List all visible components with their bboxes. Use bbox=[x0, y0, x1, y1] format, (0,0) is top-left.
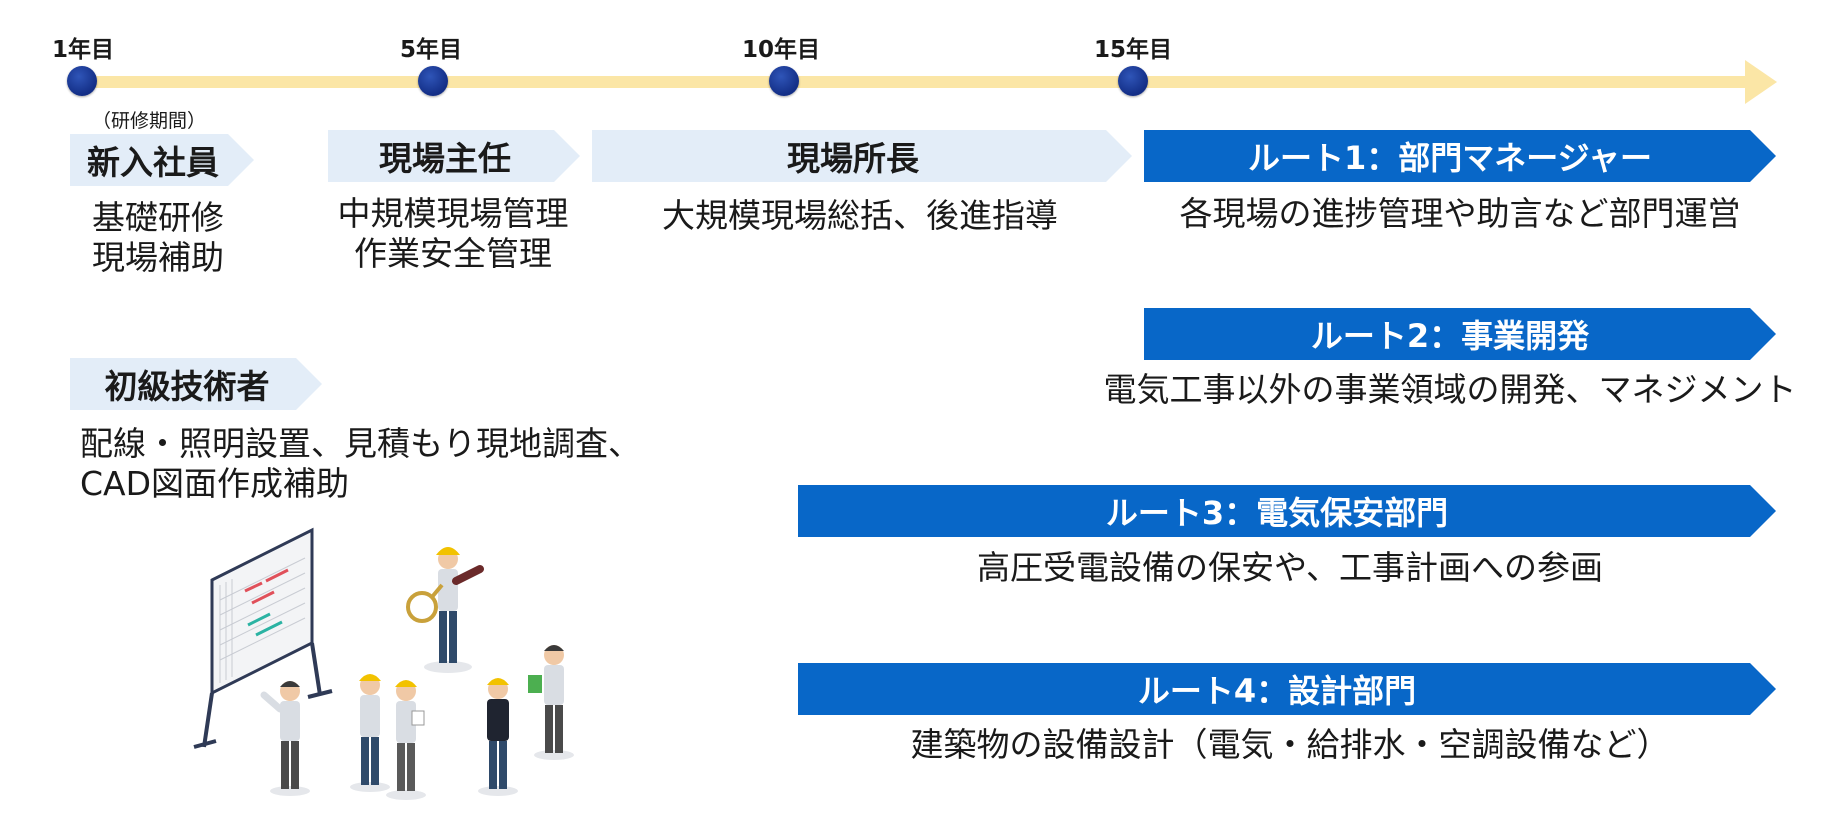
stage-title-site-manager: 現場所長 bbox=[787, 139, 919, 178]
stage-desc-site-chief: 中規模現場管理 作業安全管理 bbox=[322, 194, 584, 274]
stage-banner-junior-engineer: 初級技術者 bbox=[70, 358, 322, 410]
route-title-4: ルート4：設計部門 bbox=[1137, 672, 1417, 710]
route-title-1: ルート1：部門マネージャー bbox=[1247, 139, 1653, 177]
stage-desc-line: 中規模現場管理 bbox=[337, 194, 569, 233]
stage-title-junior-engineer: 初級技術者 bbox=[104, 367, 270, 406]
timeline-arrow-head bbox=[1745, 60, 1777, 104]
worker-magnifier-icon bbox=[406, 547, 484, 673]
stage-desc-line: CAD図面作成補助 bbox=[80, 464, 350, 503]
worker-clipboard-icon bbox=[528, 645, 574, 760]
worker-helmet-icon bbox=[386, 680, 426, 800]
tick-dot-year-10 bbox=[769, 66, 799, 96]
route-banner-1: ルート1：部門マネージャー bbox=[1144, 130, 1776, 182]
tick-label-year-1: 1年目 bbox=[52, 37, 115, 63]
stage-banner-site-manager: 現場所長 bbox=[592, 130, 1132, 182]
stage-title-newcomer: 新入社員 bbox=[87, 143, 219, 182]
stage-banner-site-chief: 現場主任 bbox=[328, 130, 580, 182]
tick-dot-year-1 bbox=[67, 66, 97, 96]
training-period-note: （研修期間） bbox=[92, 110, 207, 132]
route-desc-4: 建築物の設備設計（電気・給排水・空調設備など） bbox=[910, 725, 1670, 764]
stage-desc-line: 基礎研修 bbox=[92, 198, 224, 237]
route-title-3: ルート3：電気保安部門 bbox=[1105, 494, 1449, 532]
worker-dark-jacket-icon bbox=[478, 678, 518, 796]
stage-desc-line: 配線・照明設置、見積もり現地調査、 bbox=[80, 424, 641, 463]
stage-desc-junior-engineer: 配線・照明設置、見積もり現地調査、 CAD図面作成補助 bbox=[80, 424, 641, 504]
stage-desc-line: 現場補助 bbox=[92, 238, 224, 277]
whiteboard-icon bbox=[193, 527, 333, 749]
stage-title-site-chief: 現場主任 bbox=[379, 139, 511, 178]
route-desc-1: 各現場の進捗管理や助言など部門運営 bbox=[1179, 194, 1741, 233]
workers-planning-illustration bbox=[193, 527, 574, 800]
route-desc-3: 高圧受電設備の保安や、工事計画への参画 bbox=[976, 548, 1603, 587]
stage-desc-line: 作業安全管理 bbox=[354, 234, 552, 273]
tick-label-year-10: 10年目 bbox=[742, 37, 821, 63]
timeline-bar bbox=[80, 76, 1745, 88]
stage-desc-newcomer: 基礎研修 現場補助 bbox=[92, 198, 224, 278]
route-title-2: ルート2：事業開発 bbox=[1310, 317, 1590, 355]
worker-helmet-icon bbox=[350, 674, 390, 792]
route-desc-2: 電気工事以外の事業領域の開発、マネジメント bbox=[1103, 370, 1797, 409]
tick-label-year-15: 15年目 bbox=[1094, 37, 1173, 63]
tick-dot-year-15 bbox=[1118, 66, 1148, 96]
stage-desc-line: 大規模現場総括、後進指導 bbox=[662, 196, 1058, 235]
route-banner-2: ルート2：事業開発 bbox=[1144, 308, 1776, 360]
tick-label-year-5: 5年目 bbox=[400, 37, 463, 63]
worker-presenter-icon bbox=[260, 681, 310, 796]
route-banner-3: ルート3：電気保安部門 bbox=[798, 485, 1776, 537]
route-banner-4: ルート4：設計部門 bbox=[798, 663, 1776, 715]
tick-dot-year-5 bbox=[418, 66, 448, 96]
stage-banner-newcomer: 新入社員 bbox=[70, 134, 254, 186]
stage-desc-site-manager: 大規模現場総括、後進指導 bbox=[600, 196, 1120, 236]
